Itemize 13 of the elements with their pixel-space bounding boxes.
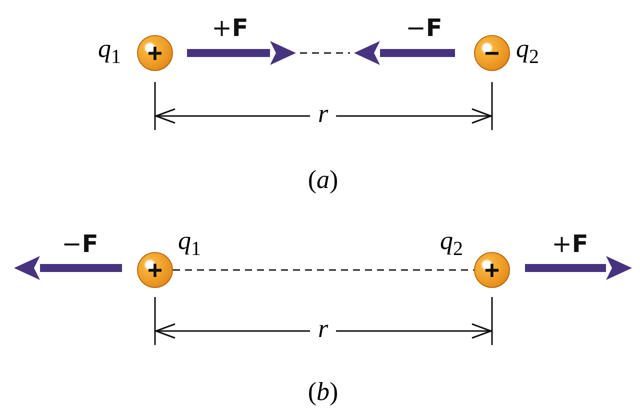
charge-sign: + (147, 257, 163, 283)
charge-sign: + (147, 40, 163, 66)
charge-sign: + (484, 257, 500, 283)
charge-label: q$_{1}$ (178, 226, 201, 262)
charge-sphere (137, 252, 173, 288)
charge-label: q$_{1}$ (98, 34, 121, 70)
charge-sign: − (484, 40, 500, 66)
connector-line (173, 269, 474, 271)
charge-sphere (137, 35, 173, 71)
charge-sphere (474, 252, 510, 288)
charge-sphere (474, 35, 510, 71)
charge-label: q$_{2}$ (516, 34, 539, 70)
charge-label: q$_{2}$ (440, 226, 463, 262)
